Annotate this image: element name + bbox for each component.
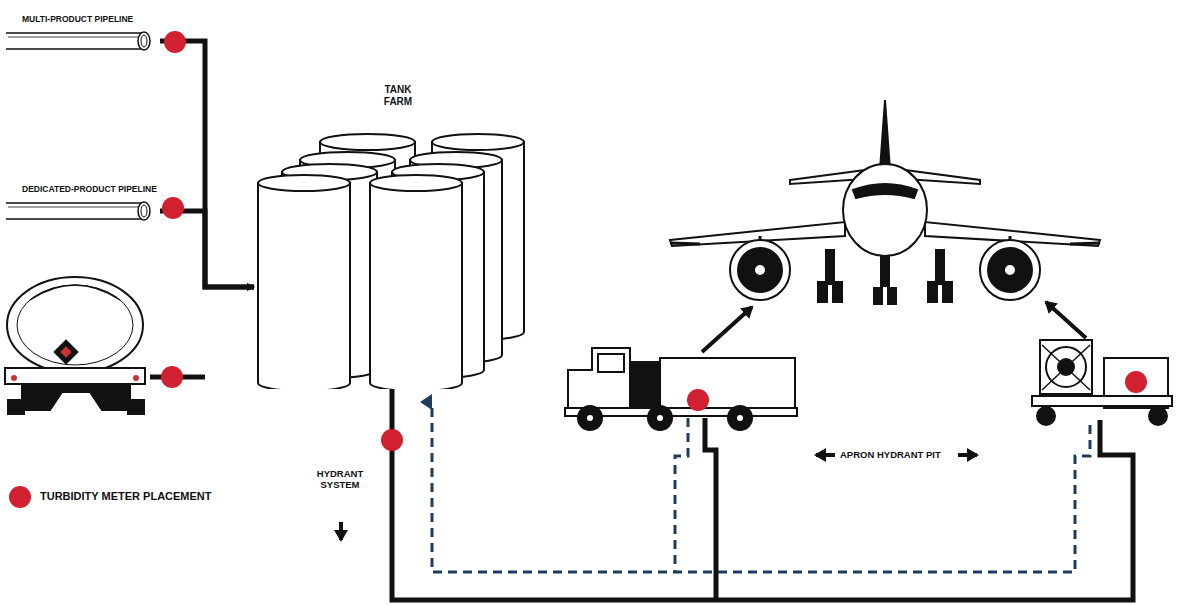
hydrant-line [392, 385, 1133, 600]
apron-label: APRON HYDRANT PIT [840, 449, 941, 460]
legend-swatch [9, 486, 31, 508]
turbidity-meter [161, 31, 1147, 451]
tanker-truck [5, 277, 145, 414]
pipeline-label: DEDICATED-PRODUCT PIPELINE [22, 185, 157, 195]
hydrant-system-label: HYDRANT SYSTEM [300, 468, 380, 491]
airplane [670, 100, 1100, 304]
fuel-arrow [702, 307, 752, 352]
hydrant-dispenser [1032, 340, 1172, 425]
tank-farm: TANK FARM [255, 84, 530, 389]
left-arrow [816, 453, 835, 457]
pipeline-connector [160, 211, 254, 287]
right-arrow [958, 453, 977, 457]
pipeline: MULTI-PRODUCT PIPELINE [6, 8, 160, 52]
pipeline-connector [160, 41, 254, 287]
pipeline-label: MULTI-PRODUCT PIPELINE [22, 15, 133, 25]
return-line [432, 402, 1090, 572]
tank-drawing [255, 84, 530, 389]
tank-farm-label: TANK FARM [373, 84, 423, 107]
fuel-truck [565, 348, 797, 430]
legend-text: TURBIDITY METER PLACEMENT [40, 490, 212, 502]
pipeline: DEDICATED-PRODUCT PIPELINE [6, 178, 160, 222]
down-arrow [339, 522, 343, 540]
fuel-arrow [1046, 302, 1086, 338]
